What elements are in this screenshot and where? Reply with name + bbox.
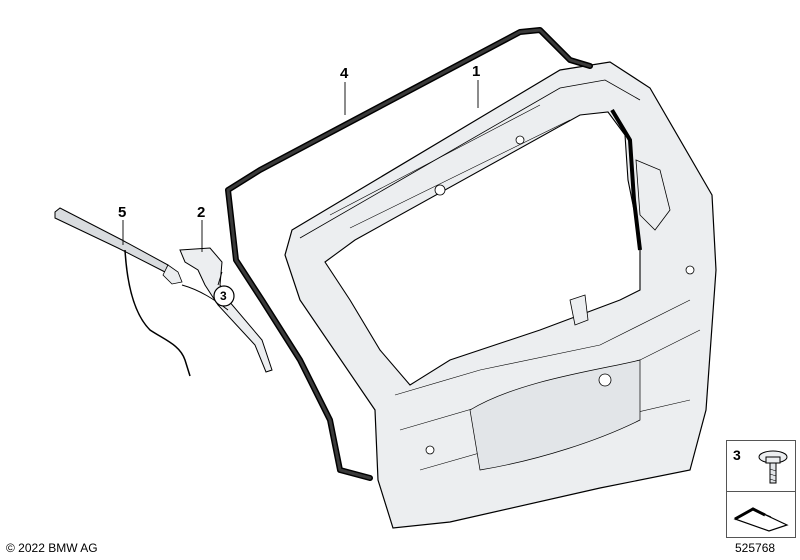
tailgate-side-bracket [635, 159, 671, 231]
leader-line-3 [217, 271, 223, 286]
tailgate-window-opening [324, 111, 641, 386]
tailgate-hole [425, 445, 435, 455]
tailgate-window-bracket [569, 294, 589, 326]
copyright-notice: © 2022 BMW AG [6, 541, 98, 555]
tailgate-hole [434, 184, 446, 196]
tailgate-inner-recess [469, 359, 641, 471]
hinge [179, 247, 273, 373]
tailgate-hole [685, 265, 695, 275]
diagram-id: 525768 [735, 541, 776, 555]
callout-bolt-circle [213, 285, 235, 307]
legend-box: 3 [726, 440, 796, 538]
callout-bolt: 3 [220, 289, 227, 303]
installation-symbol-icon [733, 507, 789, 532]
bolt-icon [758, 450, 788, 484]
tailgate-upper-frame [299, 79, 641, 239]
gas-strut-end [162, 264, 183, 285]
callout-hinge: 2 [197, 204, 205, 221]
legend-bolt-number: 3 [733, 447, 741, 463]
gas-strut-body [54, 207, 169, 273]
callout-gas-strut: 5 [118, 204, 126, 221]
gas-strut-cable [124, 249, 191, 377]
hinge-arm [181, 284, 229, 311]
callout-seal: 4 [340, 65, 349, 82]
tailgate-hole [515, 135, 525, 145]
tailgate-top-ridge [329, 104, 571, 229]
tailgate-seal-inner [226, 28, 592, 480]
tailgate-seal-right [610, 108, 642, 251]
legend-divider [727, 491, 795, 492]
callout-tailgate: 1 [472, 63, 480, 80]
tailgate-hole [598, 373, 612, 387]
